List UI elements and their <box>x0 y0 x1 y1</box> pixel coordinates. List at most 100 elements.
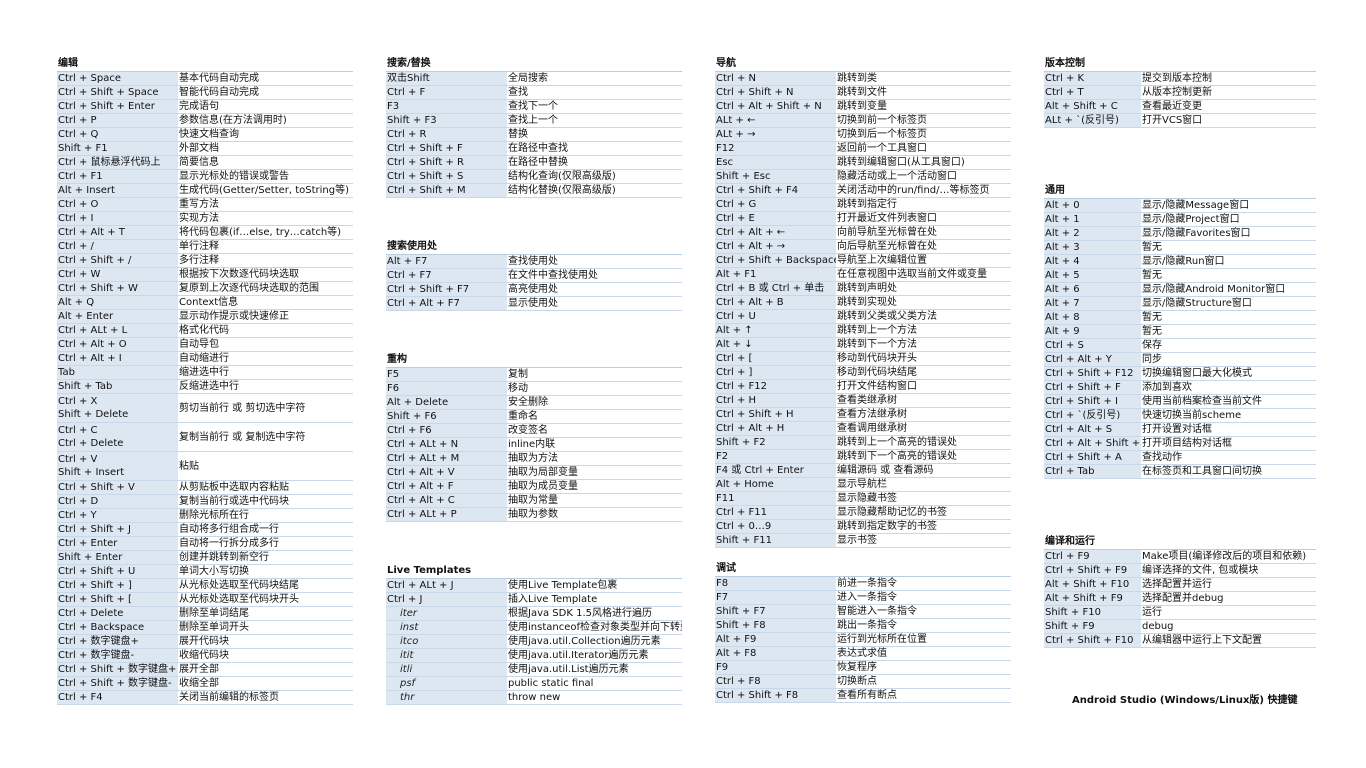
shortcut-key: itit <box>386 648 507 663</box>
shortcut-key: Ctrl + Delete <box>57 606 178 621</box>
shortcut-description: 查看方法继承树 <box>836 407 1011 422</box>
shortcut-description: 使用当前档案检查当前文件 <box>1141 394 1316 409</box>
shortcut-description: 显示光标处的错误或警告 <box>178 169 353 184</box>
shortcut-key: Ctrl + F1 <box>57 169 178 184</box>
shortcut-description: 打开项目结构对话框 <box>1141 436 1316 451</box>
shortcut-description: 跳转到下一个方法 <box>836 337 1011 352</box>
shortcut-description: 暂无 <box>1141 324 1316 339</box>
shortcut-description: throw new <box>507 690 682 705</box>
shortcut-key: Ctrl + U <box>715 309 836 324</box>
shortcut-description: 高亮使用处 <box>507 282 682 297</box>
section-title: 导航 <box>715 57 1011 72</box>
shortcut-description: 从光标处选取至代码块结尾 <box>178 578 353 593</box>
shortcut-key: Alt + F7 <box>386 255 507 269</box>
shortcut-key: Esc <box>715 155 836 170</box>
shortcut-description: 打开VCS窗口 <box>1141 113 1316 128</box>
section-title: 搜索/替换 <box>386 57 682 72</box>
footer-title: Android Studio (Windows/Linux版) 快捷键 <box>1072 695 1298 706</box>
shortcut-description: 查找使用处 <box>507 255 682 269</box>
shortcut-description: 结构化替换(仅限高级版) <box>507 183 682 198</box>
shortcut-row: Ctrl + 数字键盘-收缩代码块 <box>57 648 353 663</box>
shortcut-description: 快速切换当前scheme <box>1141 408 1316 423</box>
shortcut-description: 跳转到指定数字的书签 <box>836 519 1011 534</box>
shortcut-key: Shift + F8 <box>715 618 836 633</box>
shortcut-key: Ctrl + R <box>386 127 507 142</box>
shortcut-description: 查找上一个 <box>507 113 682 128</box>
shortcut-key: Ctrl + F7 <box>386 268 507 283</box>
shortcut-description: 同步 <box>1141 352 1316 367</box>
shortcut-description: 显示/隐藏Favorites窗口 <box>1141 226 1316 241</box>
shortcut-description: 打开最近文件列表窗口 <box>836 211 1011 226</box>
shortcut-key: ALt + → <box>715 127 836 142</box>
shortcut-description: 向后导航至光标曾在处 <box>836 239 1011 254</box>
shortcut-key: Ctrl + Alt + Y <box>1044 352 1141 367</box>
shortcut-description: 显示/隐藏Structure窗口 <box>1141 296 1316 311</box>
shortcut-key: Ctrl + ] <box>715 365 836 380</box>
shortcut-key: Ctrl + F11 <box>715 505 836 520</box>
shortcut-description: 删除光标所在行 <box>178 508 353 523</box>
shortcut-key: Ctrl + Alt + V <box>386 465 507 480</box>
shortcut-description: 跳转到上一个高亮的错误处 <box>836 435 1011 450</box>
shortcut-row: ALt + ←切换到前一个标签页 <box>715 113 1011 128</box>
shortcut-description: 从编辑器中运行上下文配置 <box>1141 633 1316 648</box>
shortcut-key: Alt + F8 <box>715 646 836 661</box>
shortcut-key: thr <box>386 690 507 705</box>
shortcut-key: Ctrl + Shift + V <box>57 480 178 495</box>
shortcut-key: iter <box>386 606 507 621</box>
shortcut-key: Alt + 3 <box>1044 240 1141 255</box>
shortcut-key: F8 <box>715 577 836 591</box>
shortcut-description: 插入Live Template <box>507 592 682 607</box>
shortcut-description: 复制当前行或选中代码块 <box>178 494 353 509</box>
shortcut-key: Ctrl + F6 <box>386 423 507 438</box>
shortcut-key: Ctrl + Backspace <box>57 620 178 635</box>
shortcut-key: Ctrl + Shift + Enter <box>57 99 178 114</box>
shortcut-key-line: Ctrl + Delete <box>58 438 124 449</box>
shortcut-key: Ctrl + 数字键盘- <box>57 648 178 663</box>
shortcut-key: Ctrl + Shift + A <box>1044 450 1141 465</box>
shortcut-description: 快速文档查询 <box>178 127 353 142</box>
shortcut-description: 根据按下次数逐代码块选取 <box>178 267 353 282</box>
shortcut-key: Alt + Q <box>57 295 178 310</box>
shortcut-key: Alt + Shift + F9 <box>1044 591 1141 606</box>
shortcut-key: F11 <box>715 491 836 506</box>
shortcut-description: 收缩代码块 <box>178 648 353 663</box>
shortcut-key: Alt + 4 <box>1044 254 1141 269</box>
shortcut-row: Alt + ↓跳转到下一个方法 <box>715 337 1011 352</box>
shortcut-description: debug <box>1141 619 1316 634</box>
shortcut-row: ALt + →切换到后一个标签页 <box>715 127 1011 142</box>
section-title: 通用 <box>1044 184 1316 199</box>
shortcut-key-line: Shift + Delete <box>58 409 129 420</box>
